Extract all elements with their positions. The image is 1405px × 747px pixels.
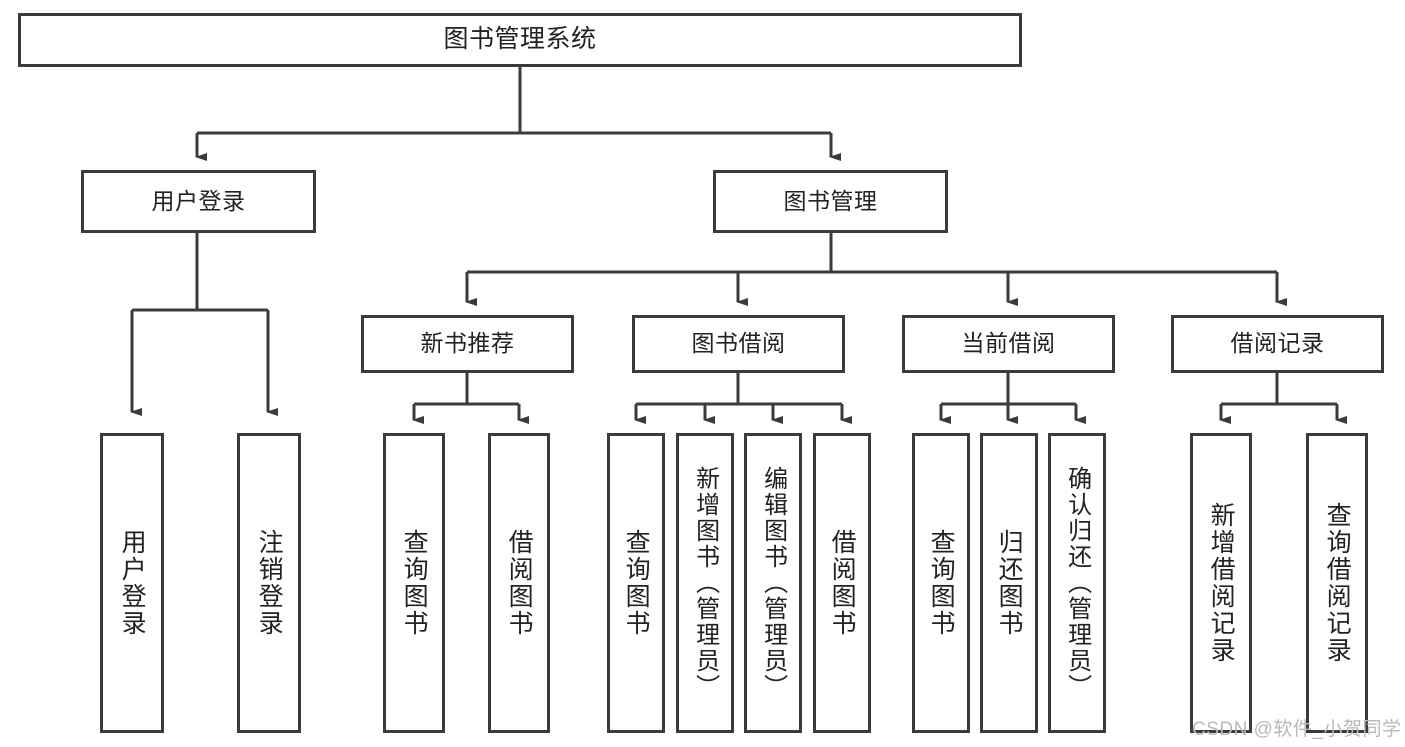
leaf-query-record[interactable]: 查询借阅记录 bbox=[1306, 433, 1368, 733]
node-current-borrow[interactable]: 当前借阅 bbox=[902, 315, 1115, 373]
leaf-query-book-3[interactable]: 查询图书 bbox=[912, 433, 970, 733]
leaf-query-book-1[interactable]: 查询图书 bbox=[383, 433, 445, 733]
node-book-manage[interactable]: 图书管理 bbox=[713, 170, 948, 233]
leaf-borrow-book-2-label: 借阅图书 bbox=[828, 529, 857, 637]
leaf-add-record[interactable]: 新增借阅记录 bbox=[1190, 433, 1252, 733]
leaf-query-book-2[interactable]: 查询图书 bbox=[607, 433, 665, 733]
leaf-borrow-book-2[interactable]: 借阅图书 bbox=[813, 433, 871, 733]
node-book-borrow[interactable]: 图书借阅 bbox=[632, 315, 845, 373]
node-borrow-record[interactable]: 借阅记录 bbox=[1171, 315, 1384, 373]
node-user-login-label: 用户登录 bbox=[151, 187, 246, 214]
leaf-logout[interactable]: 注销登录 bbox=[237, 433, 301, 733]
leaf-query-book-2-label: 查询图书 bbox=[622, 529, 651, 637]
leaf-user-login-label: 用户登录 bbox=[118, 529, 147, 637]
node-user-login[interactable]: 用户登录 bbox=[81, 170, 316, 233]
node-book-borrow-label: 图书借阅 bbox=[691, 330, 786, 357]
leaf-query-record-label: 查询借阅记录 bbox=[1323, 502, 1352, 664]
node-root-label: 图书管理系统 bbox=[443, 25, 597, 54]
leaf-user-login[interactable]: 用户登录 bbox=[100, 433, 164, 733]
leaf-return-book-label: 归还图书 bbox=[995, 529, 1024, 637]
leaf-borrow-book-1-label: 借阅图书 bbox=[505, 529, 534, 637]
leaf-query-book-1-label: 查询图书 bbox=[400, 529, 429, 637]
leaf-add-record-label: 新增借阅记录 bbox=[1207, 502, 1236, 664]
node-root[interactable]: 图书管理系统 bbox=[18, 13, 1022, 67]
leaf-add-book-label: 新增图书（管理员） bbox=[691, 466, 719, 700]
leaf-confirm-return[interactable]: 确认归还（管理员） bbox=[1048, 433, 1106, 733]
leaf-return-book[interactable]: 归还图书 bbox=[980, 433, 1038, 733]
leaf-confirm-return-label: 确认归还（管理员） bbox=[1063, 466, 1091, 700]
csdn-watermark: CSDN @软件_小贺同学 bbox=[1192, 719, 1402, 740]
node-new-book-recommend-label: 新书推荐 bbox=[420, 330, 515, 357]
leaf-logout-label: 注销登录 bbox=[255, 529, 284, 637]
leaf-edit-book[interactable]: 编辑图书（管理员） bbox=[744, 433, 802, 733]
node-new-book-recommend[interactable]: 新书推荐 bbox=[361, 315, 574, 373]
node-current-borrow-label: 当前借阅 bbox=[961, 330, 1056, 357]
leaf-borrow-book-1[interactable]: 借阅图书 bbox=[488, 433, 550, 733]
leaf-edit-book-label: 编辑图书（管理员） bbox=[759, 466, 787, 700]
leaf-add-book[interactable]: 新增图书（管理员） bbox=[676, 433, 734, 733]
node-borrow-record-label: 借阅记录 bbox=[1230, 330, 1325, 357]
node-book-manage-label: 图书管理 bbox=[783, 187, 878, 214]
leaf-query-book-3-label: 查询图书 bbox=[927, 529, 956, 637]
